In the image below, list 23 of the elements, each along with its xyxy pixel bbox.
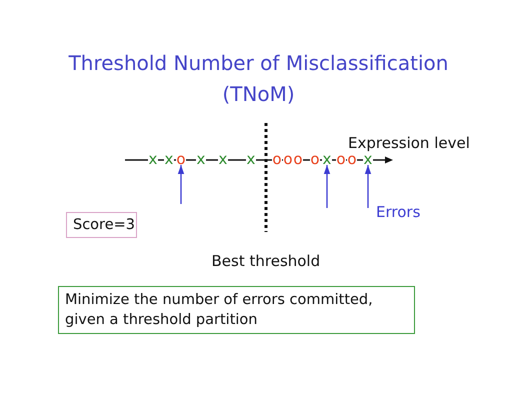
sample-marker: o xyxy=(336,153,346,165)
sample-marker: x xyxy=(363,153,373,165)
sample-marker: x xyxy=(218,153,228,165)
sample-marker: o xyxy=(272,153,282,165)
sample-marker: x xyxy=(148,153,158,165)
arrow xyxy=(324,165,330,208)
threshold-label: Best threshold xyxy=(212,252,320,270)
sample-marker: x xyxy=(322,153,332,165)
sample-marker: o xyxy=(293,153,303,165)
arrow xyxy=(364,165,372,208)
axis-label: Expression level xyxy=(348,134,470,152)
annotation-text: Errors xyxy=(376,203,420,221)
sample-marker: o xyxy=(176,153,186,165)
sample-marker: o xyxy=(310,153,320,165)
sample-marker: o xyxy=(347,153,357,165)
arrow xyxy=(178,165,184,204)
sample-marker: x xyxy=(196,153,206,165)
score-box: Score=3 xyxy=(66,212,137,238)
sample-marker: x xyxy=(246,153,256,165)
sample-marker: o xyxy=(283,153,293,165)
sample-marker: x xyxy=(164,153,174,165)
title: Threshold Number of Misclassification (TNoM) xyxy=(68,50,450,108)
note-box: Minimize the number of errors committed, given a threshold partition xyxy=(58,286,415,334)
